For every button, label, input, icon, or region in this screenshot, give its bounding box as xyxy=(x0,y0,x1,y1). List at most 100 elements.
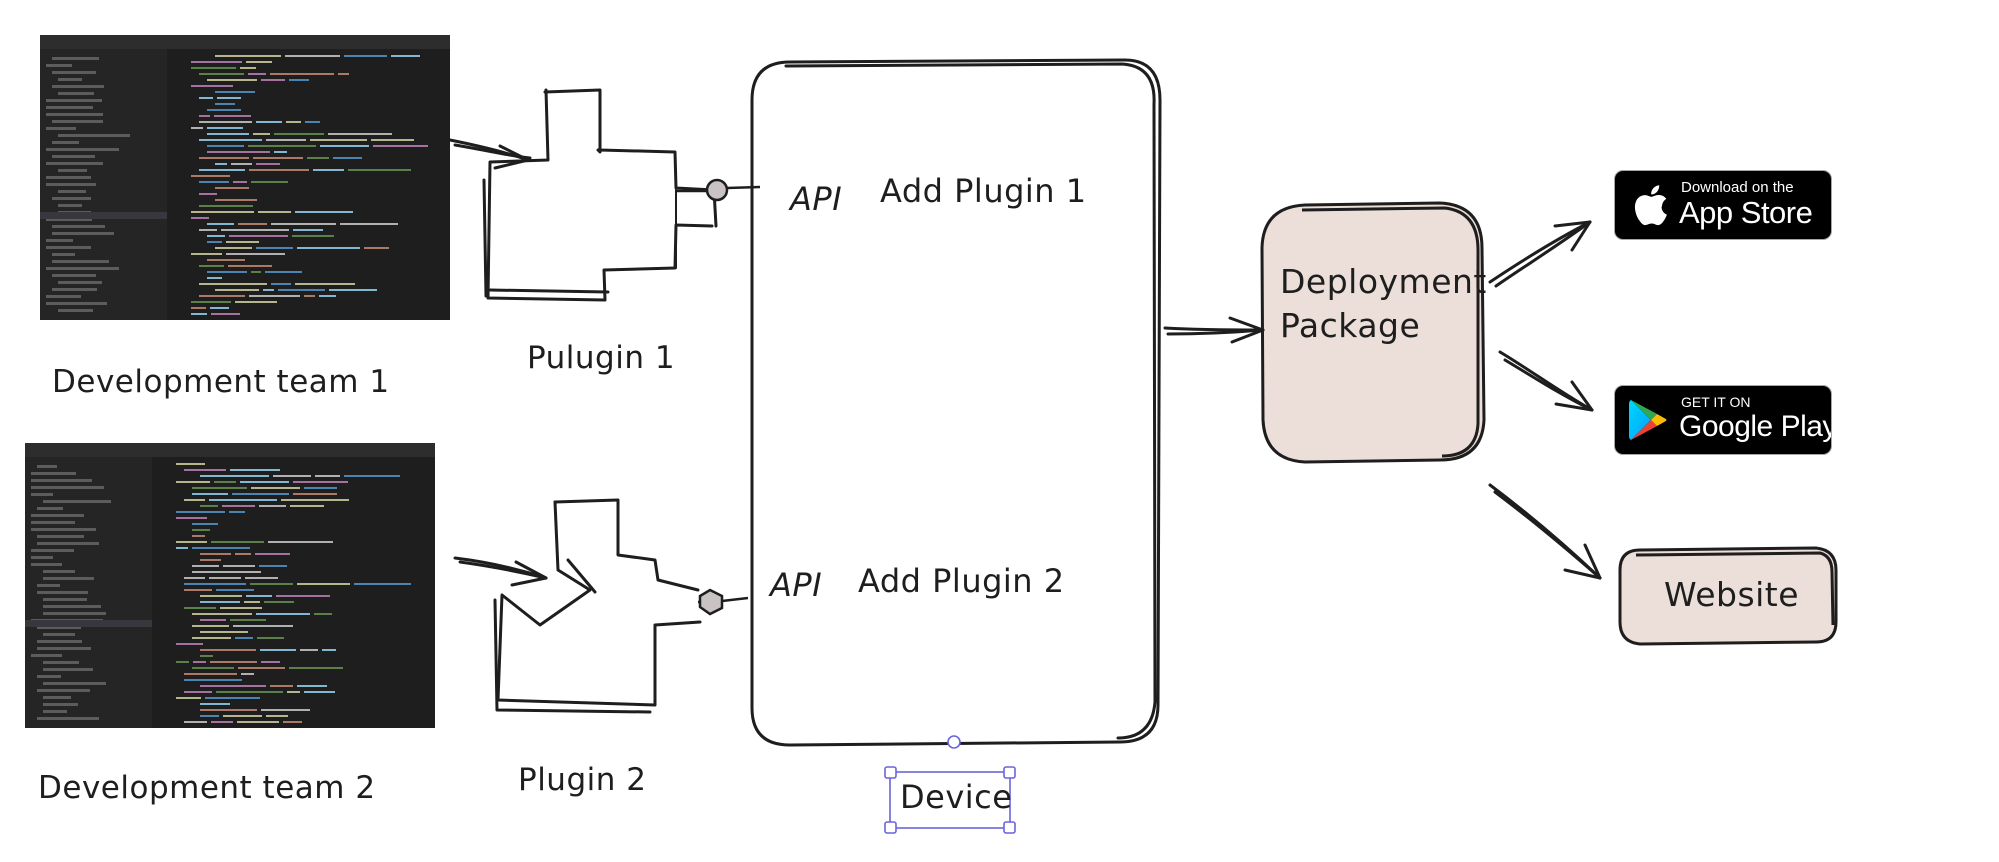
device-selection xyxy=(884,735,1016,834)
code-decoration xyxy=(209,499,277,501)
team-2-label: Development team 2 xyxy=(38,770,376,806)
code-decoration xyxy=(228,235,289,237)
arrow-package-to-googleplay xyxy=(1498,350,1594,412)
code-decoration xyxy=(46,64,73,67)
deployment-package-box[interactable] xyxy=(1260,201,1486,464)
code-decoration xyxy=(231,163,253,165)
apple-icon xyxy=(1634,185,1667,226)
code-decoration xyxy=(333,157,363,159)
code-decoration xyxy=(293,493,338,495)
code-decoration xyxy=(199,205,254,207)
code-decoration xyxy=(191,313,208,315)
code-decoration xyxy=(312,169,344,171)
code-decoration xyxy=(46,295,81,298)
code-decoration xyxy=(37,640,83,643)
code-decoration xyxy=(191,175,231,177)
code-decoration xyxy=(213,481,236,483)
code-decoration xyxy=(200,685,267,687)
code-decoration xyxy=(215,163,228,165)
code-decoration xyxy=(206,127,244,129)
code-decoration xyxy=(209,577,242,579)
code-decoration xyxy=(31,479,92,482)
code-decoration xyxy=(58,204,83,207)
code-decoration xyxy=(307,157,330,159)
code-decoration xyxy=(52,225,106,228)
code-decoration xyxy=(215,187,250,189)
code-decoration xyxy=(373,145,429,147)
deployment-package-line1: Deployment xyxy=(1280,262,1487,301)
code-decoration xyxy=(210,721,234,723)
code-decoration xyxy=(192,535,205,537)
code-decoration xyxy=(43,605,102,608)
code-decoration xyxy=(191,253,222,255)
code-decoration xyxy=(205,697,260,699)
code-decoration xyxy=(269,73,334,75)
code-decoration xyxy=(46,183,97,186)
code-decoration xyxy=(297,583,350,585)
code-decoration xyxy=(31,521,75,524)
code-decoration xyxy=(221,229,289,231)
code-decoration xyxy=(274,151,288,153)
code-decoration xyxy=(266,715,288,717)
code-decoration xyxy=(31,654,63,657)
arrow-device-to-package xyxy=(1163,316,1265,344)
code-decoration xyxy=(46,127,76,130)
code-decoration xyxy=(319,145,369,147)
website-box[interactable] xyxy=(1618,546,1838,646)
code-decoration xyxy=(192,571,262,573)
code-decoration xyxy=(46,239,74,242)
code-decoration xyxy=(223,715,263,717)
code-decoration xyxy=(37,465,58,468)
plugin-2-action-label: Add Plugin 2 xyxy=(858,562,1065,600)
code-decoration xyxy=(199,115,210,117)
code-decoration xyxy=(340,223,398,225)
google-play-badge[interactable]: GET IT ON Google Play xyxy=(1614,385,1832,455)
code-decoration xyxy=(184,679,243,681)
code-decoration xyxy=(282,721,302,723)
code-decoration xyxy=(245,577,278,579)
code-decoration xyxy=(184,691,212,693)
device-frame[interactable] xyxy=(750,58,1162,747)
code-decoration xyxy=(184,721,207,723)
code-decoration xyxy=(46,246,91,249)
code-decoration xyxy=(199,295,245,297)
code-decoration xyxy=(216,97,241,99)
code-decoration xyxy=(152,457,171,728)
team-2-code-screenshot xyxy=(25,443,435,728)
code-decoration xyxy=(52,260,110,263)
code-decoration xyxy=(43,598,87,601)
code-decoration xyxy=(207,235,225,237)
code-decoration xyxy=(215,247,253,249)
code-decoration xyxy=(176,481,210,483)
code-decoration xyxy=(276,595,331,597)
code-decoration xyxy=(31,514,84,517)
code-decoration xyxy=(199,283,267,285)
code-decoration xyxy=(176,511,226,513)
code-decoration xyxy=(191,211,255,213)
code-decoration xyxy=(246,595,273,597)
code-decoration xyxy=(46,99,103,102)
code-decoration xyxy=(199,193,217,195)
code-decoration xyxy=(52,85,105,88)
plugin-1-shape[interactable] xyxy=(482,88,718,302)
code-decoration xyxy=(176,661,189,663)
code-decoration xyxy=(191,61,243,63)
code-decoration xyxy=(192,487,248,489)
code-decoration xyxy=(167,49,186,320)
code-decoration xyxy=(31,528,97,531)
code-decoration xyxy=(40,211,168,219)
code-decoration xyxy=(200,505,218,507)
google-play-small-text: GET IT ON xyxy=(1681,394,1751,410)
code-decoration xyxy=(58,169,88,172)
code-decoration xyxy=(240,67,256,69)
code-decoration xyxy=(252,157,304,159)
code-decoration xyxy=(43,570,75,573)
plugin-2-shape[interactable] xyxy=(493,498,702,714)
app-store-badge[interactable]: Download on the App Store xyxy=(1614,170,1832,240)
code-decoration xyxy=(233,625,294,627)
code-decoration xyxy=(200,553,232,555)
team-1-code-screenshot xyxy=(40,35,450,320)
code-decoration xyxy=(176,643,204,645)
code-decoration xyxy=(52,232,114,235)
code-decoration xyxy=(264,271,303,273)
